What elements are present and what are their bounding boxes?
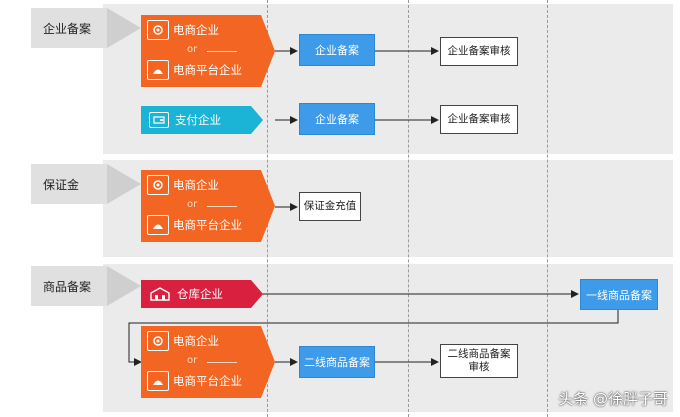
ecommerce-enterprise-label: 电商企业 xyxy=(173,334,219,348)
store-icon xyxy=(147,331,169,351)
watermark: 头条 @徐胖子哥 xyxy=(558,390,668,408)
enterprise-filing-box-2: 企业备案 xyxy=(299,103,375,135)
ecommerce-enterprise-group: 电商企业 or 电商平台企业 xyxy=(141,15,261,87)
second-line-review-box: 二线商品备案 审核 xyxy=(440,344,518,378)
platform-enterprise-label: 电商平台企业 xyxy=(173,63,242,77)
second-line-review-line1: 二线商品备案 xyxy=(447,348,511,360)
platform-icon xyxy=(147,215,169,235)
pill-tip xyxy=(251,106,263,134)
first-line-goods-box: 一线商品备案 xyxy=(580,279,658,310)
second-line-goods-box: 二线商品备案 xyxy=(299,346,375,378)
section-label-enterprise: 企业备案 xyxy=(31,8,107,48)
ent-tip xyxy=(261,15,275,87)
payment-enterprise: 支付企业 xyxy=(141,106,251,134)
lane-divider-3 xyxy=(547,0,548,417)
section-label-deposit: 保证金 xyxy=(31,164,107,204)
deposit-topup-box: 保证金充值 xyxy=(299,192,361,221)
store-icon xyxy=(147,20,169,40)
ecommerce-enterprise-label: 电商企业 xyxy=(173,178,219,192)
second-line-review-line2: 审核 xyxy=(468,361,490,373)
section-label-arrow xyxy=(107,164,141,204)
platform-enterprise-label: 电商平台企业 xyxy=(173,374,242,388)
or-label: or xyxy=(187,355,198,366)
enterprise-review-box-2: 企业备案审核 xyxy=(440,105,518,134)
or-label: or xyxy=(187,44,198,55)
store-icon xyxy=(147,175,169,195)
section-label-arrow xyxy=(107,266,141,306)
section-label-arrow xyxy=(107,8,141,48)
platform-icon xyxy=(147,371,169,391)
or-divider xyxy=(207,206,237,207)
or-label: or xyxy=(187,199,198,210)
ent-tip xyxy=(261,326,275,398)
ecommerce-enterprise-group: 电商企业 or 电商平台企业 xyxy=(141,326,261,398)
ecommerce-enterprise-label: 电商企业 xyxy=(173,23,219,37)
or-divider xyxy=(207,51,237,52)
lane-divider-2 xyxy=(408,0,409,417)
section-label-goods: 商品备案 xyxy=(31,266,107,306)
wallet-icon xyxy=(149,112,169,128)
warehouse-enterprise: 仓库企业 xyxy=(141,280,251,308)
ecommerce-enterprise-group: 电商企业 or 电商平台企业 xyxy=(141,170,261,242)
payment-enterprise-label: 支付企业 xyxy=(175,113,221,127)
or-divider xyxy=(207,362,237,363)
pill-tip xyxy=(251,280,263,308)
warehouse-icon xyxy=(149,286,171,302)
platform-icon xyxy=(147,60,169,80)
enterprise-review-box: 企业备案审核 xyxy=(440,37,518,66)
warehouse-enterprise-label: 仓库企业 xyxy=(177,287,223,301)
arrow-firstline-loop xyxy=(128,310,619,366)
enterprise-filing-box: 企业备案 xyxy=(299,34,375,66)
ent-tip xyxy=(261,170,275,242)
platform-enterprise-label: 电商平台企业 xyxy=(173,218,242,232)
